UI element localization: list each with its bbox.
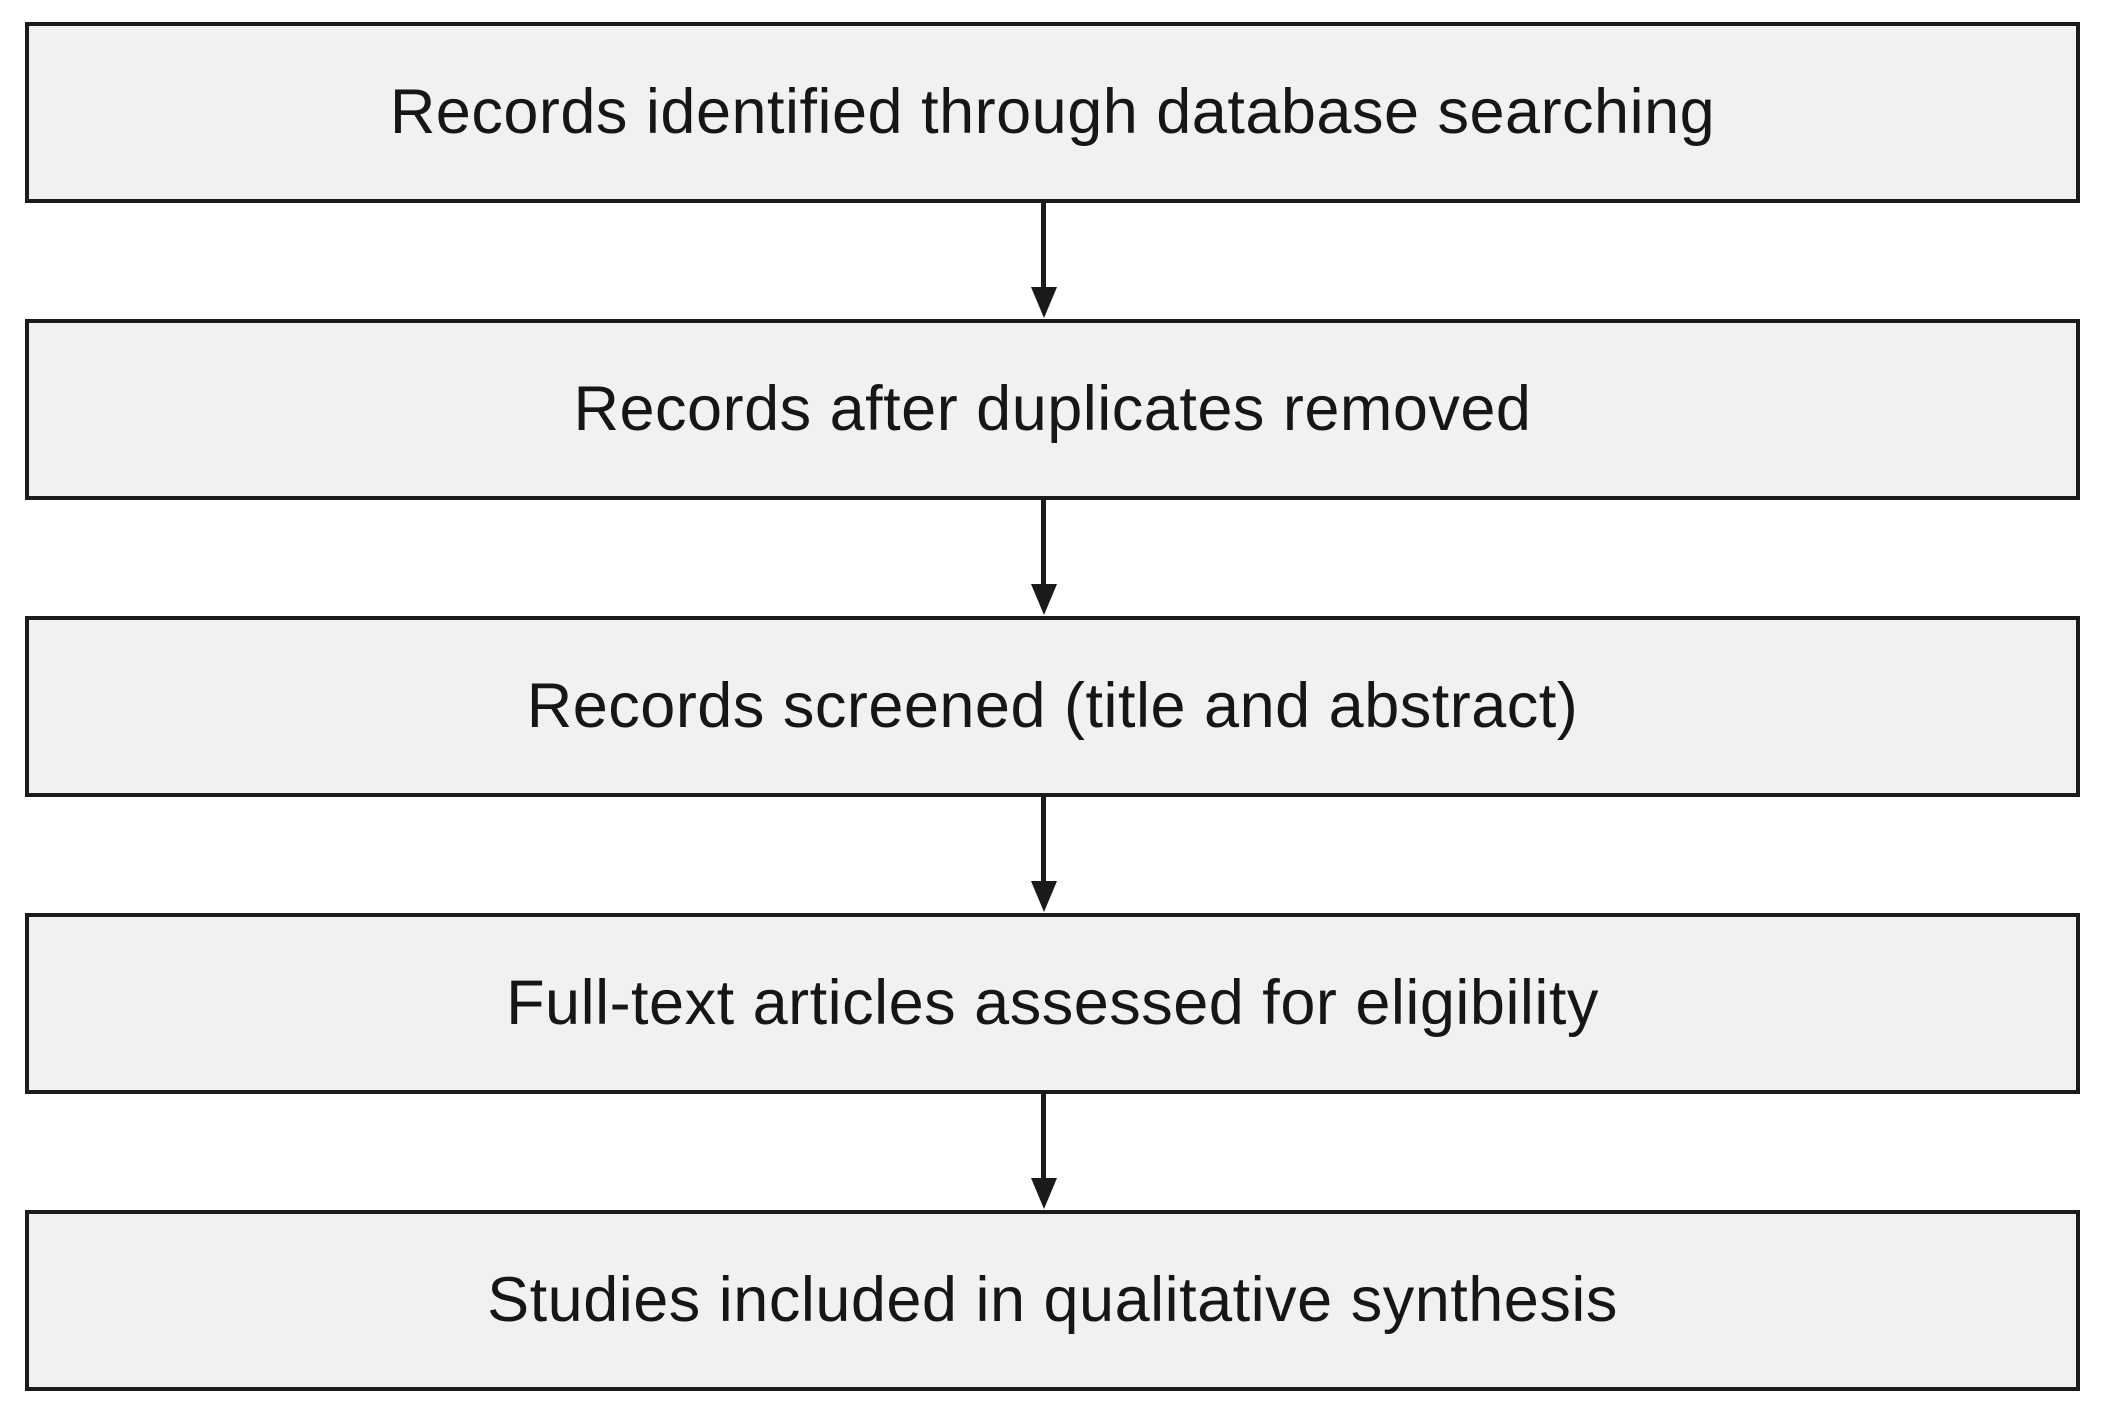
down-arrow-head-icon	[1030, 584, 1057, 615]
down-arrow-shaft	[1041, 1094, 1046, 1186]
flow-box-label: Full-text articles assessed for eligibil…	[506, 967, 1599, 1038]
flow-box-fulltext-assessed: Full-text articles assessed for eligibil…	[25, 913, 2080, 1094]
flow-box-duplicates-removed: Records after duplicates removed	[25, 319, 2080, 500]
flow-box-label: Records screened (title and abstract)	[526, 670, 1579, 741]
down-arrow	[25, 500, 2080, 616]
flow-box-records-screened: Records screened (title and abstract)	[25, 616, 2080, 797]
down-arrow-shaft	[1041, 203, 1046, 295]
flow-column: Records identified through database sear…	[25, 22, 2080, 1391]
down-arrow-head-icon	[1030, 287, 1057, 318]
down-arrow-shaft	[1041, 500, 1046, 592]
down-arrow	[25, 1094, 2080, 1210]
flow-box-records-identified: Records identified through database sear…	[25, 22, 2080, 203]
flow-box-label: Studies included in qualitative synthesi…	[487, 1264, 1618, 1335]
down-arrow-head-icon	[1030, 1178, 1057, 1209]
flow-box-label: Records after duplicates removed	[573, 373, 1532, 444]
down-arrow	[25, 797, 2080, 913]
flow-box-studies-included: Studies included in qualitative synthesi…	[25, 1210, 2080, 1391]
down-arrow	[25, 203, 2080, 319]
down-arrow-shaft	[1041, 797, 1046, 889]
down-arrow-head-icon	[1030, 881, 1057, 912]
flow-box-label: Records identified through database sear…	[389, 76, 1716, 147]
